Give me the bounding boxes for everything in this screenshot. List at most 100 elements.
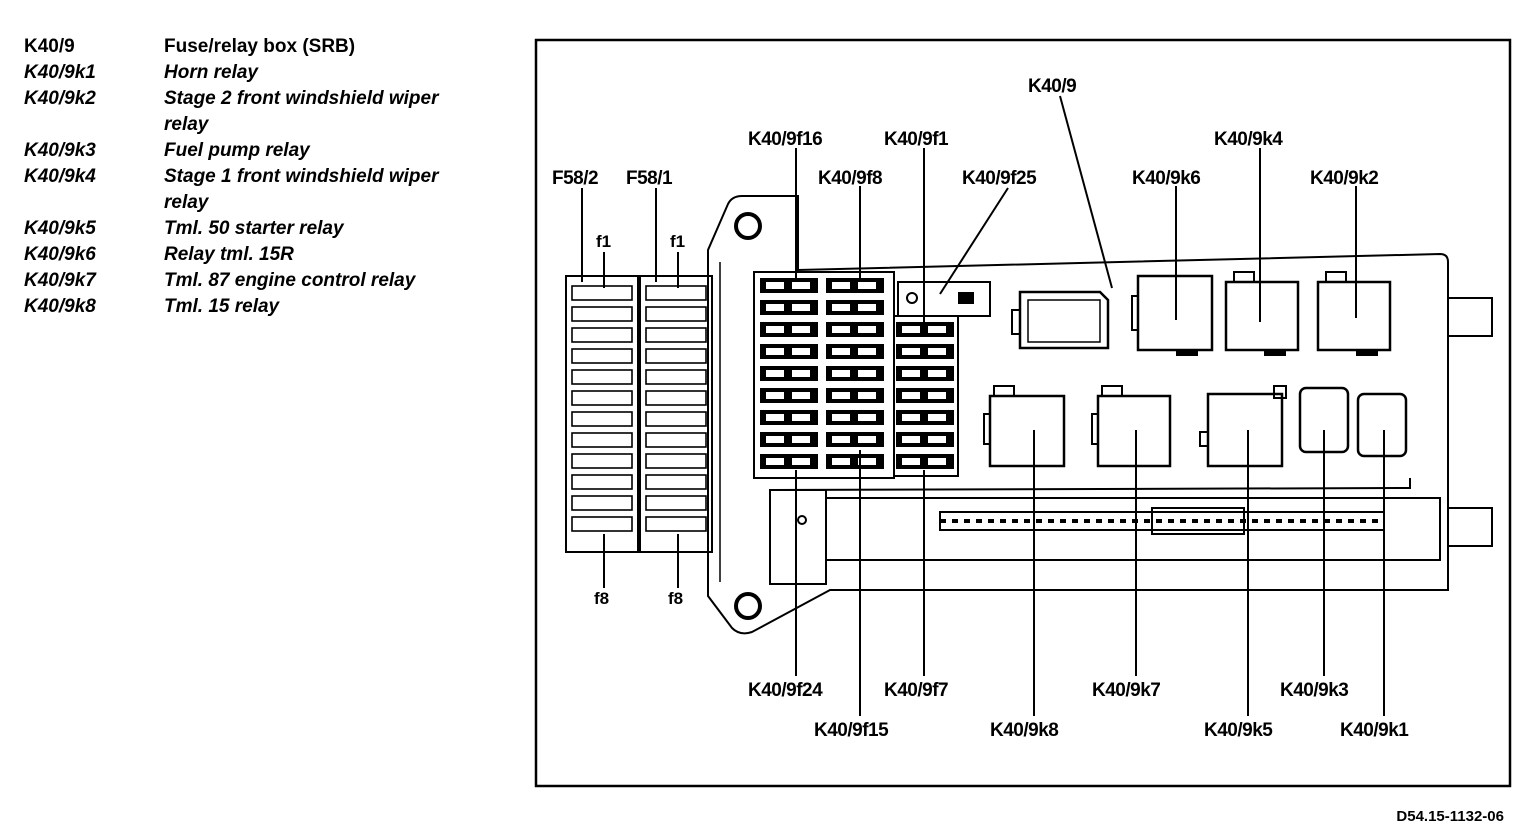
mini-fuse-contact: [792, 458, 810, 465]
fuse-slot: [571, 453, 633, 469]
mini-fuse-slot: [896, 410, 954, 425]
legend-description: Tml. 15 relay: [164, 296, 280, 317]
mini-fuse-slot: [760, 454, 818, 469]
mini-fuse-contact: [766, 304, 784, 311]
mini-fuse-contact: [832, 348, 850, 355]
fuse-slot: [645, 516, 707, 532]
fuse-slot: [645, 411, 707, 427]
mini-fuse-contact: [792, 304, 810, 311]
fuse-slot: [571, 348, 633, 364]
mini-fuse-contact: [902, 348, 920, 355]
mini-fuse-slot: [826, 432, 884, 447]
label-k40-9: K40/9: [1028, 76, 1076, 97]
label-k2: K40/9k2: [1310, 168, 1378, 189]
label-f58-2: F58/2: [552, 168, 598, 189]
legend-description: Tml. 87 engine control relay: [164, 270, 416, 291]
label-f16: K40/9f16: [748, 129, 822, 150]
fuse-slot: [645, 390, 707, 406]
fuse-f25: [897, 281, 991, 317]
mini-fuse-contact: [858, 282, 876, 289]
label-k5: K40/9k5: [1204, 720, 1273, 741]
legend-row: K40/9k8 Tml. 15 relay: [24, 294, 494, 320]
mini-fuse-contact: [792, 326, 810, 333]
legend: K40/9 Fuse/relay box (SRB) K40/9k1 Horn …: [24, 34, 494, 320]
mini-fuse-slot: [896, 454, 954, 469]
label-k4: K40/9k4: [1214, 129, 1283, 150]
label-f24: K40/9f24: [748, 680, 823, 701]
mini-fuse-contact: [928, 458, 946, 465]
fuse-slot: [571, 474, 633, 490]
box-outline: [707, 195, 1449, 635]
legend-description: Fuse/relay box (SRB): [164, 36, 356, 57]
mini-fuse-contact: [832, 392, 850, 399]
label-fuse-bottom-left: f8: [594, 589, 609, 608]
mini-fuse-slot: [826, 366, 884, 381]
fuse-slot: [571, 495, 633, 511]
legend-description: Stage 1 front windshield wiper relay: [164, 166, 439, 213]
legend-description: Horn relay: [164, 62, 258, 83]
label-fuse-bottom-right: f8: [668, 589, 683, 608]
mini-fuse-contact: [832, 282, 850, 289]
leader-lines: [581, 95, 1385, 716]
mini-fuse-contact: [792, 414, 810, 421]
fuse-slot: [645, 369, 707, 385]
fuse-slot: [645, 453, 707, 469]
mini-fuse-contact: [832, 326, 850, 333]
relay-k7: [1091, 385, 1172, 468]
fuse-slot: [645, 285, 707, 301]
mini-fuse-contact: [858, 348, 876, 355]
mini-fuse-contact: [832, 304, 850, 311]
fuse-slot: [571, 327, 633, 343]
mini-fuse-slot: [760, 344, 818, 359]
fuse-slot: [571, 411, 633, 427]
legend-row: K40/9k3 Fuel pump relay: [24, 138, 494, 164]
mini-fuse-contact: [766, 458, 784, 465]
drawing-id: D54.15-1132-06: [1396, 808, 1504, 825]
mini-fuse-contact: [766, 282, 784, 289]
mini-fuse-slot: [760, 388, 818, 403]
legend-description: Fuel pump relay: [164, 140, 310, 161]
label-k8: K40/9k8: [990, 720, 1058, 741]
mini-fuse-contact: [928, 370, 946, 377]
mini-fuse-slot: [826, 322, 884, 337]
mini-fuse-contact: [928, 436, 946, 443]
label-fuse-top-left: f1: [596, 232, 611, 251]
mini-fuse-contact: [832, 436, 850, 443]
fuse-slot: [645, 327, 707, 343]
relay-k1: [1356, 392, 1408, 458]
fuse-slot: [571, 306, 633, 322]
side-tab-top: [1447, 297, 1493, 337]
mini-fuse-contact: [858, 414, 876, 421]
relay-k5: [1199, 385, 1287, 468]
legend-description: Tml. 50 starter relay: [164, 218, 344, 239]
mini-fuse-slot: [760, 300, 818, 315]
diagram-frame: [534, 38, 1512, 788]
relay-k8: [983, 385, 1066, 468]
label-f1: K40/9f1: [884, 129, 949, 150]
legend-code: K40/9k6: [24, 244, 96, 265]
mini-fuse-slot: [896, 322, 954, 337]
label-f8: K40/9f8: [818, 168, 882, 189]
mini-fuse-contact: [928, 348, 946, 355]
label-k3: K40/9k3: [1280, 680, 1348, 701]
mini-fuse-contact: [858, 392, 876, 399]
legend-row: K40/9k7 Tml. 87 engine control relay: [24, 268, 494, 294]
mini-fuse-contact: [902, 326, 920, 333]
mount-hole-top: [734, 212, 762, 240]
mini-fuse-contact: [766, 370, 784, 377]
mini-fuse-contact: [902, 414, 920, 421]
mini-fuse-contact: [792, 436, 810, 443]
fuse-slot: [571, 369, 633, 385]
lower-tray: [769, 478, 1441, 585]
legend-code: K40/9k8: [24, 296, 96, 317]
mini-fuse-contact: [928, 392, 946, 399]
mini-fuse-contact: [928, 326, 946, 333]
legend-row: K40/9 Fuse/relay box (SRB): [24, 34, 494, 60]
legend-code: K40/9k2: [24, 88, 96, 109]
mini-fuse-contact: [902, 370, 920, 377]
mount-hole-bottom: [734, 592, 762, 620]
mini-fuse-contact: [766, 392, 784, 399]
mini-fuse-contact: [902, 458, 920, 465]
fuse-slot: [571, 285, 633, 301]
